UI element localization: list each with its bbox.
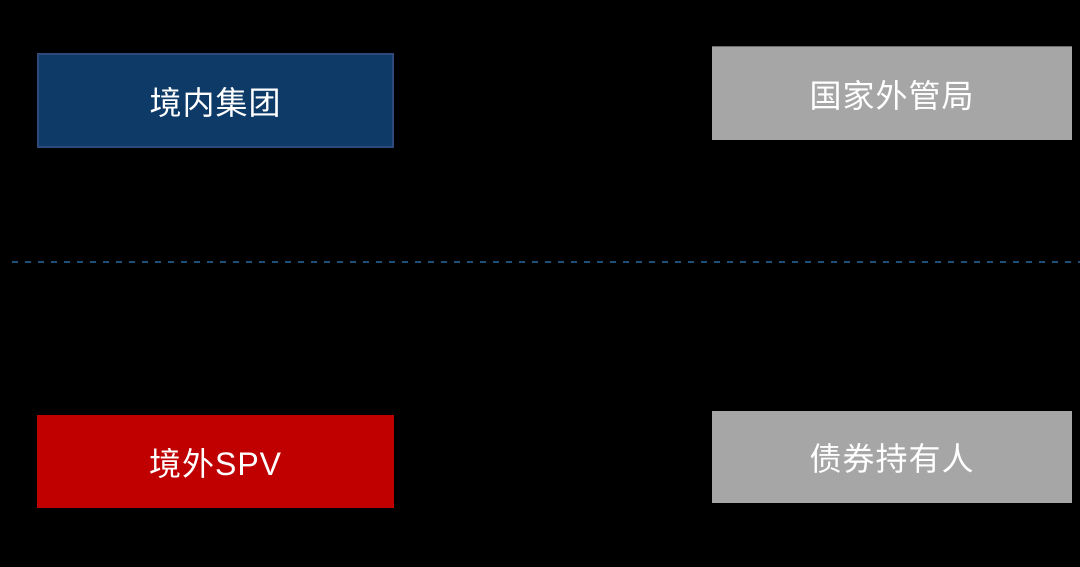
node-bondholders-label: 债券持有人: [809, 441, 975, 477]
node-safe-regulator: 国家外管局: [712, 46, 1072, 140]
node-offshore-spv: 境外SPV: [37, 415, 394, 508]
node-safe-regulator-label: 国家外管局: [809, 77, 975, 114]
node-bondholders: 债券持有人: [712, 411, 1072, 503]
onshore-offshore-divider-line: [12, 261, 1080, 263]
node-offshore-spv-label: 境外SPV: [148, 445, 283, 482]
node-domestic-group: 境内集团: [37, 53, 394, 148]
node-domestic-group-label: 境内集团: [149, 84, 282, 121]
